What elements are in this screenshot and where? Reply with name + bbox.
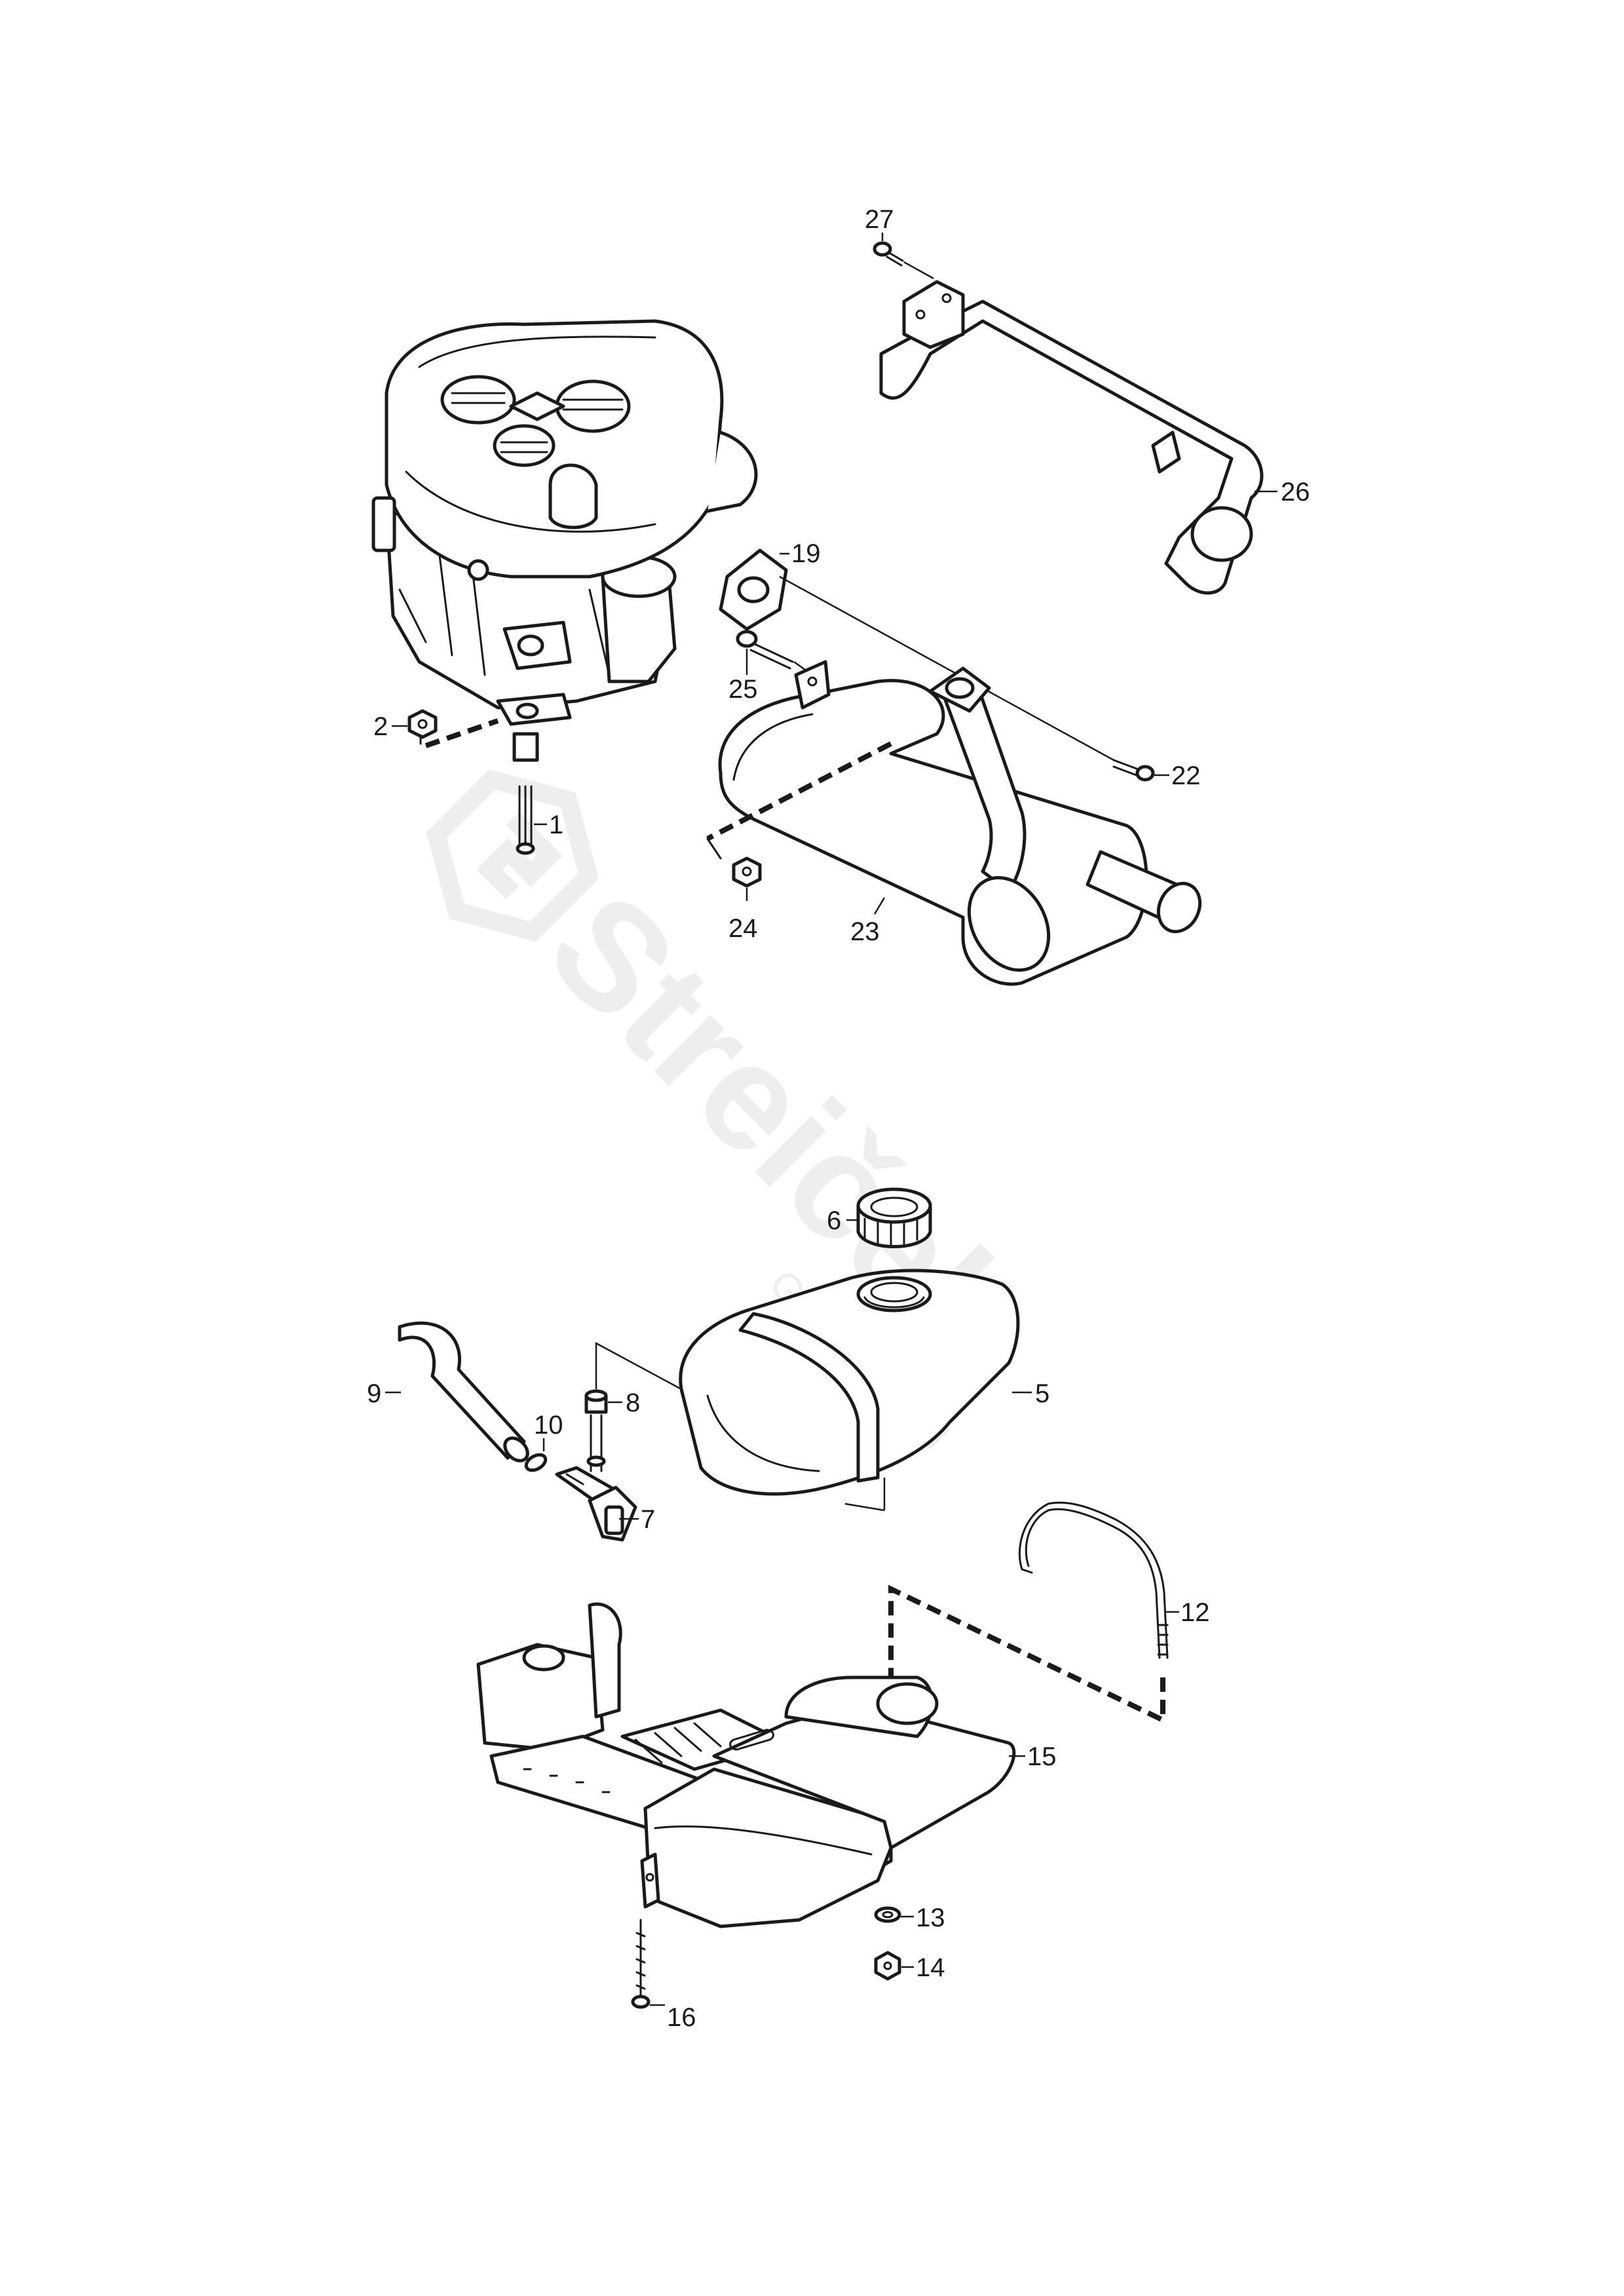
callout-1-label: 1	[549, 811, 563, 839]
callout-1: 1	[534, 811, 563, 839]
callout-12: 12	[1166, 1598, 1210, 1627]
callout-15: 15	[1009, 1742, 1057, 1771]
part-muffler-nut	[732, 856, 762, 888]
callout-26-label: 26	[1281, 478, 1310, 507]
callout-2: 2	[373, 712, 407, 741]
part-hose-clamp	[524, 1453, 548, 1472]
callout-6-label: 6	[827, 1206, 841, 1235]
callout-24-label: 24	[728, 914, 758, 943]
part-lock-nut	[874, 1951, 901, 1981]
callout-9: 9	[367, 1379, 401, 1408]
part-fuel-valve	[555, 1414, 637, 1542]
part-grommet	[584, 1389, 608, 1414]
engine-vent-grille	[440, 375, 631, 467]
part-screw	[873, 241, 904, 267]
callout-2-label: 2	[373, 712, 388, 741]
part-nut	[407, 709, 438, 739]
callout-13-label: 13	[916, 1904, 945, 1932]
callout-13: 13	[901, 1904, 945, 1932]
callout-8: 8	[608, 1388, 640, 1417]
part-fuel-tank	[679, 1269, 1020, 1496]
part-tray-screw	[631, 1919, 651, 2009]
part-tank-tray	[476, 1602, 1016, 1928]
callout-27-label: 27	[865, 205, 894, 234]
callout-7: 7	[619, 1505, 655, 1534]
part-exhaust-bolt	[1112, 759, 1155, 782]
callout-25-label: 25	[728, 675, 758, 704]
callout-7-label: 7	[641, 1505, 655, 1534]
callout-5-label: 5	[1035, 1379, 1049, 1408]
callout-24: 24	[728, 888, 758, 943]
part-bolt	[512, 732, 539, 855]
callout-26: 26	[1255, 478, 1310, 507]
callout-8-label: 8	[626, 1388, 640, 1417]
callout-14: 14	[901, 1953, 945, 1982]
callout-12-label: 12	[1180, 1598, 1210, 1627]
part-retaining-rod	[1018, 1501, 1169, 1659]
callout-19-label: 19	[791, 539, 821, 568]
part-mounting-bolt	[736, 630, 794, 670]
callout-23: 23	[850, 897, 886, 946]
callout-10-label: 10	[534, 1411, 563, 1440]
part-gasket	[719, 548, 788, 631]
callout-9-label: 9	[367, 1379, 381, 1408]
callout-15-label: 15	[1027, 1742, 1057, 1771]
callout-16: 16	[650, 2003, 696, 2032]
callout-5: 5	[1012, 1379, 1049, 1408]
part-muffler	[718, 660, 1202, 986]
part-heat-shield	[879, 280, 1264, 595]
callout-14-label: 14	[916, 1953, 945, 1982]
engine-assembly	[371, 319, 758, 726]
engine-brand-badge-icon	[509, 391, 565, 421]
callout-23-label: 23	[850, 917, 880, 946]
part-fuel-cap	[856, 1187, 932, 1248]
callout-27: 27	[865, 205, 894, 241]
part-washer	[874, 1906, 901, 1923]
callout-19: 19	[780, 539, 821, 568]
callout-10: 10	[534, 1411, 563, 1451]
callout-16-label: 16	[667, 2003, 696, 2032]
callout-22: 22	[1154, 761, 1201, 790]
callout-6: 6	[827, 1206, 858, 1235]
callout-22-label: 22	[1171, 761, 1201, 790]
part-fuel-hose	[398, 1321, 529, 1463]
watermark-logo-icon	[426, 769, 599, 942]
callout-25: 25	[728, 649, 758, 704]
